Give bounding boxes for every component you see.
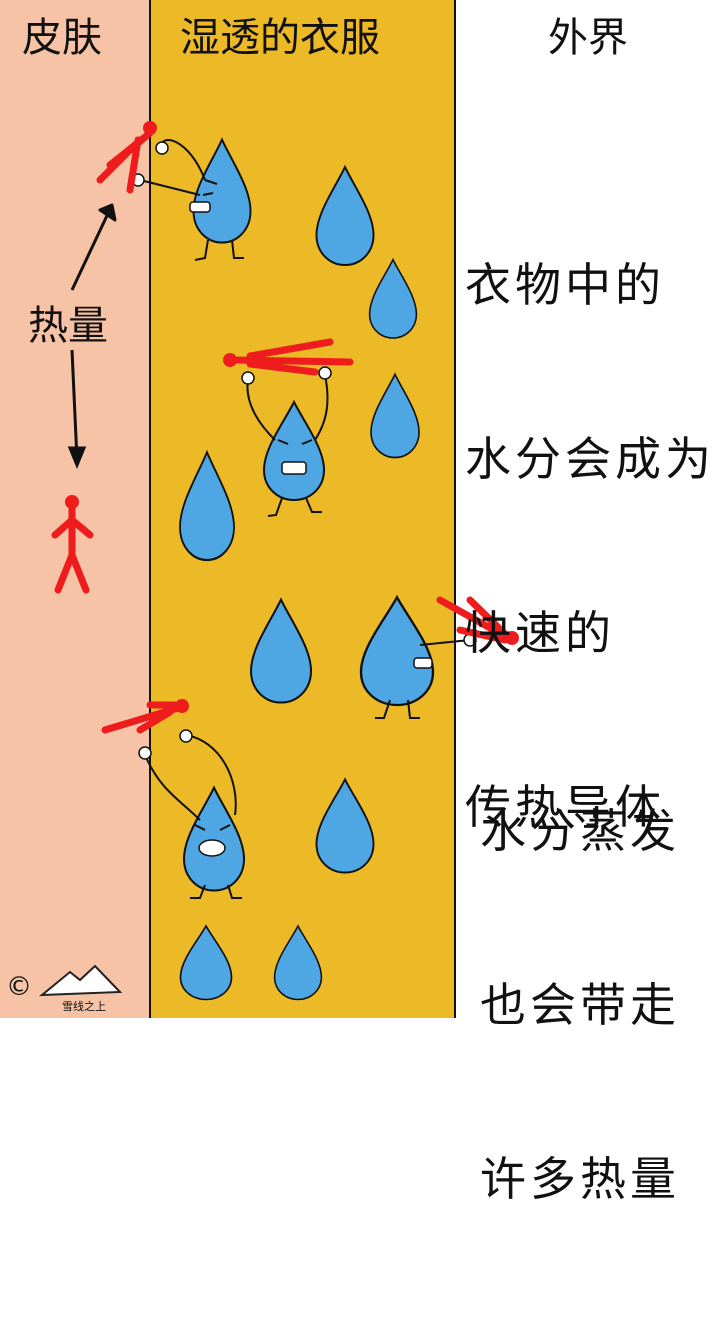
heat-figure-red — [436, 596, 519, 645]
heat-figure-red — [51, 495, 94, 594]
text-line: 也会带走 — [480, 978, 680, 1032]
water-drop-character — [101, 699, 246, 899]
header-wet-clothes: 湿透的衣服 — [180, 15, 380, 61]
outside-column — [455, 0, 720, 1018]
text-line: 衣物中的 — [465, 258, 665, 312]
text-line: 传热导体 — [465, 780, 665, 834]
heat-arrows — [67, 203, 117, 469]
water-drop-character — [223, 338, 354, 517]
mountain-logo — [39, 964, 123, 997]
water-drop-character — [96, 121, 252, 261]
illustration — [0, 0, 720, 1018]
header-skin: 皮肤 — [22, 15, 102, 61]
water-drop-character — [359, 596, 519, 719]
heat-figure-red — [101, 699, 189, 734]
heat-label: 热量 — [28, 303, 108, 349]
header-outside: 外界 — [548, 15, 628, 61]
text-line: 许多热量 — [480, 1152, 680, 1206]
text-block-evaporation: 水分蒸发 也会带走 许多热量 — [480, 686, 680, 1324]
diagram-canvas: 皮肤 湿透的衣服 外界 热量 衣物中的 水分会成为 快速的 传热导体 水分蒸发 … — [0, 0, 720, 1206]
copyright-symbol: © — [6, 972, 32, 1002]
text-line: 水分蒸发 — [480, 804, 680, 858]
text-line: 水分会成为 — [465, 432, 715, 486]
heat-figure-red — [223, 338, 354, 376]
text-line: 快速的 — [465, 606, 615, 660]
watermark-text: 雪线之上 — [62, 1000, 106, 1013]
heat-figure-red — [96, 121, 157, 194]
text-block-conduction: 衣物中的 水分会成为 快速的 传热导体 — [465, 140, 715, 952]
